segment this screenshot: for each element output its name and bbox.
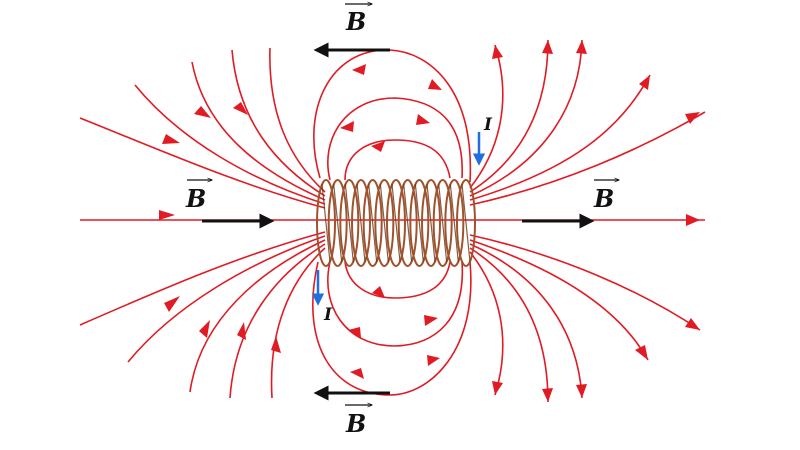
field-arrow (371, 141, 385, 152)
field-arrow (162, 134, 180, 144)
label-b-left: B (185, 184, 206, 213)
field-arrow (159, 210, 175, 220)
field-line-left-upper-1 (79, 117, 326, 209)
labels: B B B B I I (185, 7, 614, 438)
coil-turn (456, 179, 476, 267)
field-line-left-upper-2 (134, 84, 326, 205)
coil-turn (374, 179, 395, 267)
label-i-bottom: I (323, 305, 333, 325)
field-arrow (340, 121, 354, 132)
field-line-right-lower-3 (469, 243, 583, 399)
field-arrow (542, 40, 553, 54)
field-line-left-upper-5 (269, 47, 326, 193)
field-line-left-lower-5 (270, 247, 326, 399)
coil-wire-back (461, 183, 471, 263)
field-line-left-lower-4 (229, 243, 326, 399)
field-loop-bottom-middle (327, 261, 464, 347)
label-b-bottom: B (345, 409, 366, 438)
field-arrow (237, 322, 246, 340)
current-arrows (311, 132, 486, 306)
coil-turn (351, 179, 371, 267)
field-arrow (685, 112, 700, 124)
label-i-top: I (483, 115, 493, 135)
field-arrow (685, 318, 700, 330)
field-direction-arrows (159, 40, 700, 402)
field-arrow (492, 381, 503, 395)
field-loop-top-outer (313, 49, 472, 183)
coil-turn (362, 179, 383, 267)
field-arrow (424, 315, 438, 326)
field-arrow (271, 336, 281, 353)
field-arrow (199, 320, 210, 338)
field-loop-bottom-inner (344, 261, 451, 299)
field-line-left-upper-4 (231, 49, 326, 197)
field-line-right-upper-1 (469, 111, 706, 206)
field-arrow (348, 327, 361, 338)
field-loop-top-middle (327, 97, 463, 181)
coil-wire-back (438, 183, 448, 263)
coil-wire-back (321, 183, 331, 263)
label-b-right: B (593, 184, 614, 213)
vector-overbars (187, 4, 619, 405)
coil-turn (409, 179, 430, 267)
coil-turn (339, 179, 360, 267)
field-line-left-lower-3 (189, 239, 326, 393)
field-line-right-lower-2 (469, 239, 649, 361)
field-arrow (164, 296, 180, 312)
field-arrow (428, 79, 442, 90)
field-arrow (427, 355, 440, 366)
coil-wire-back (356, 183, 366, 263)
field-arrow (233, 102, 248, 115)
field-arrow (639, 75, 650, 90)
field-line-right-lower-5 (469, 251, 504, 396)
coil-turn (386, 179, 406, 267)
coil-turn (327, 179, 348, 267)
coil-wire-back (414, 183, 424, 263)
coil-turn (316, 179, 336, 267)
coil-wire-back (391, 183, 401, 263)
field-line-right-lower-1 (469, 234, 701, 331)
field-line-right-upper-2 (469, 74, 651, 201)
coil-wire-back (344, 183, 354, 263)
coil-wire-back (403, 183, 413, 263)
coil-turn (397, 179, 418, 267)
coil-turn (444, 179, 465, 267)
field-line-right-upper-4 (469, 39, 549, 193)
coil-turn (432, 179, 453, 267)
field-loop-top-inner (344, 139, 451, 181)
field-arrow (416, 114, 430, 125)
coil-turn (421, 179, 441, 267)
coil-wire-back (379, 183, 389, 263)
field-arrow (350, 368, 364, 379)
field-line-left-upper-3 (191, 61, 326, 201)
label-b-top: B (345, 7, 366, 36)
field-arrow (194, 106, 211, 118)
b-vectors (202, 42, 595, 401)
field-line-right-upper-3 (469, 39, 583, 197)
coil-wire-back (333, 183, 343, 263)
field-arrow (686, 214, 700, 226)
field-line-right-lower-4 (469, 247, 549, 403)
field-arrow (576, 40, 587, 54)
field-arrow (372, 286, 385, 298)
field-loop-bottom-outer (312, 261, 472, 396)
field-line-right-upper-5 (469, 44, 504, 189)
coil-wire-back (368, 183, 378, 263)
field-line-left-lower-2 (127, 235, 326, 363)
field-arrow (576, 384, 587, 398)
field-arrow (352, 64, 366, 75)
coil-wire-back (449, 183, 459, 263)
field-arrow (492, 45, 503, 59)
field-arrow (635, 345, 648, 360)
solenoid-coil (316, 179, 476, 267)
field-lines (79, 39, 706, 403)
field-line-left-lower-1 (79, 231, 326, 326)
field-arrow (542, 388, 553, 402)
coil-wire-back (426, 183, 436, 263)
